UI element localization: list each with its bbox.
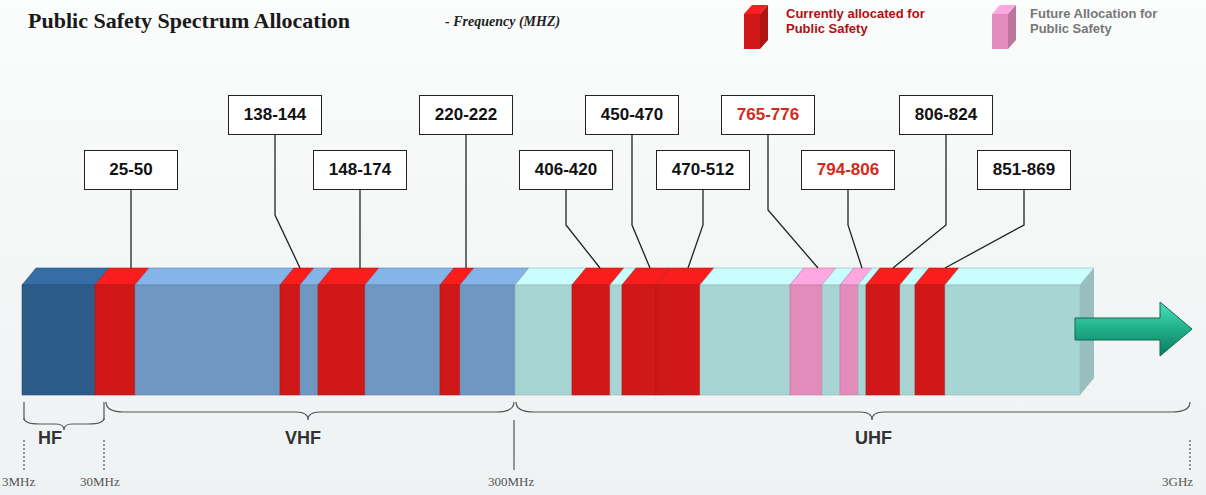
- leader-line: [945, 190, 1024, 268]
- frequency-box: 220-222: [419, 95, 513, 135]
- frequency-mark: 300MHz: [488, 474, 534, 490]
- band-name: UHF: [855, 428, 892, 449]
- leader-line: [632, 135, 650, 268]
- frequency-box: 851-869: [977, 150, 1071, 190]
- leader-line: [566, 190, 600, 268]
- band-segment: [945, 268, 1094, 395]
- legend-swatch: [742, 2, 772, 52]
- leader-line: [688, 190, 703, 268]
- frequency-range: 806-824: [915, 105, 977, 125]
- frequency-range: 765-776: [737, 105, 799, 125]
- band-name: HF: [38, 428, 62, 449]
- frequency-box: 138-144: [228, 95, 322, 135]
- frequency-range: 138-144: [244, 105, 306, 125]
- frequency-range: 25-50: [109, 160, 152, 180]
- frequency-range: 406-420: [535, 160, 597, 180]
- frequency-mark: 3MHz: [2, 474, 35, 490]
- band-segment: [700, 268, 804, 395]
- frequency-box: 794-806: [801, 150, 895, 190]
- frequency-range: 148-174: [329, 160, 391, 180]
- frequency-box: 450-470: [585, 95, 679, 135]
- band-segment: [572, 268, 624, 395]
- frequency-range: 220-222: [435, 105, 497, 125]
- leader-line: [893, 135, 946, 268]
- frequency-mark: 30MHz: [80, 474, 120, 490]
- leader-line: [359, 190, 360, 268]
- band-segment: [135, 268, 294, 395]
- frequency-range: 450-470: [601, 105, 663, 125]
- frequency-range: 851-869: [993, 160, 1055, 180]
- leader-line: [848, 190, 862, 268]
- legend-text: Currently allocated for Public Safety: [786, 6, 954, 36]
- subtitle: - Frequency (MHZ): [445, 14, 560, 30]
- leader-line: [275, 135, 300, 268]
- spectrum-bar: [22, 268, 1094, 395]
- frequency-range: 794-806: [817, 160, 879, 180]
- diagram-title: Public Safety Spectrum Allocation: [28, 8, 350, 34]
- leader-line: [130, 190, 131, 268]
- frequency-box: 470-512: [656, 150, 750, 190]
- band-segment: [866, 268, 914, 395]
- legend-text: Future Allocation for Public Safety: [1030, 6, 1198, 36]
- frequency-box: 25-50: [84, 150, 178, 190]
- frequency-box: 406-420: [519, 150, 613, 190]
- frequency-range: 470-512: [672, 160, 734, 180]
- frequency-box: 148-174: [313, 150, 407, 190]
- band-name: VHF: [285, 428, 321, 449]
- continuation-arrow: [1075, 302, 1192, 356]
- leader-line: [465, 135, 466, 268]
- frequency-box: 765-776: [721, 95, 815, 135]
- frequency-mark: 3GHz: [1162, 474, 1193, 490]
- leader-lines: [131, 135, 1024, 268]
- frequency-box: 806-824: [899, 95, 993, 135]
- band-brackets: [24, 402, 1190, 470]
- legend-swatch: [990, 2, 1020, 52]
